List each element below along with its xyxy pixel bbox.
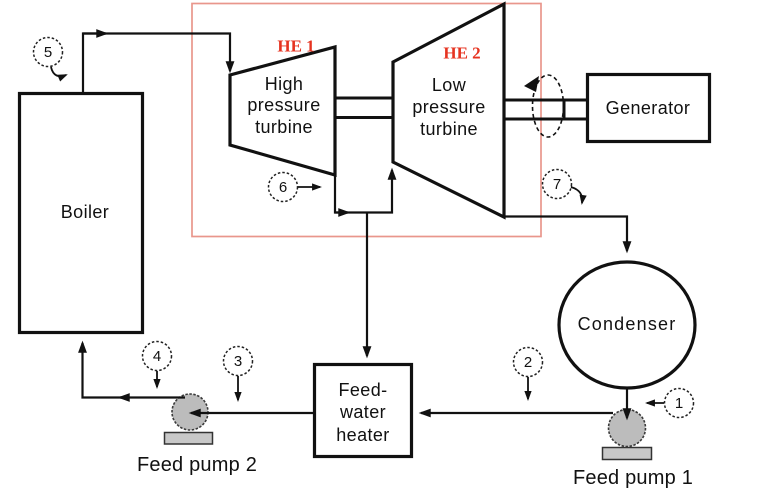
lp-turbine: HE 2 Low pressure turbine — [391, 1, 506, 220]
feed-pump-1-label: Feed pump 1 — [573, 467, 693, 489]
feed-pump-2 — [163, 393, 214, 445]
generator-label: Generator — [606, 98, 691, 118]
state-point-4-number: 4 — [153, 348, 161, 365]
state-point-7: 7 — [541, 168, 587, 205]
state-point-6: 6 — [267, 171, 322, 203]
state-point-4: 4 — [141, 340, 173, 389]
feedwater-heater-label-line3: heater — [336, 425, 389, 445]
state-point-2-number: 2 — [524, 354, 532, 371]
hp-turbine-he-tag: HE 1 — [277, 37, 314, 56]
feed-pump-1-body — [607, 408, 647, 448]
state-point-5-number: 5 — [44, 44, 52, 61]
hp-turbine-label-line2: pressure — [247, 95, 320, 115]
state-point-7-pointer — [570, 186, 587, 205]
condenser-label: Condenser — [578, 314, 677, 334]
pipe-hp-to-lp-turbine — [333, 167, 397, 214]
state-point-3: 3 — [222, 345, 254, 402]
state-point-2: 2 — [512, 346, 544, 401]
lp-turbine-label-line3: turbine — [420, 119, 478, 139]
pipe-pump2-to-boiler — [78, 340, 122, 399]
boiler-label: Boiler — [61, 202, 109, 222]
generator-body — [585, 72, 712, 144]
lp-turbine-label-line1: Low — [432, 75, 467, 95]
feed-pump-2-base — [163, 431, 214, 445]
state-point-3-number: 3 — [234, 353, 242, 370]
state-point-6-number: 6 — [279, 179, 287, 196]
pipe-boiler-to-hp-turbine — [81, 32, 235, 92]
lp-generator-shaft — [503, 98, 586, 121]
state-point-5-pointer — [50, 66, 68, 82]
lp-turbine-label-line2: pressure — [412, 97, 485, 117]
feedwater-heater-label-line2: water — [339, 402, 386, 422]
hp-lp-shaft — [335, 96, 393, 119]
shaft-rotation-icon — [524, 74, 565, 138]
state-point-1: 1 — [645, 387, 695, 419]
boiler-body — [17, 91, 145, 335]
hp-turbine-label-line1: High — [265, 74, 304, 94]
feedwater-heater: Feed- water heater — [312, 362, 414, 459]
lp-turbine-he-tag: HE 2 — [443, 44, 480, 63]
feed-pump-1 — [601, 408, 653, 461]
hp-turbine: HE 1 High pressure turbine — [228, 37, 337, 178]
feed-pump-2-label: Feed pump 2 — [137, 454, 257, 476]
state-point-7-number: 7 — [553, 176, 561, 193]
condenser-body — [557, 260, 697, 390]
condenser: Condenser — [557, 260, 697, 390]
generator: Generator — [585, 72, 712, 144]
feed-pump-1-base — [601, 446, 653, 461]
feedwater-heater-body — [312, 362, 414, 459]
lp-turbine-body — [391, 1, 506, 220]
state-point-1-number: 1 — [675, 395, 683, 412]
hp-turbine-label-line3: turbine — [255, 117, 313, 137]
pipe-lp-to-condenser — [503, 215, 632, 254]
hp-turbine-body — [228, 44, 337, 178]
boiler: Boiler — [17, 91, 145, 335]
state-point-5: 5 — [32, 36, 68, 82]
feedwater-heater-label-line1: Feed- — [338, 380, 387, 400]
